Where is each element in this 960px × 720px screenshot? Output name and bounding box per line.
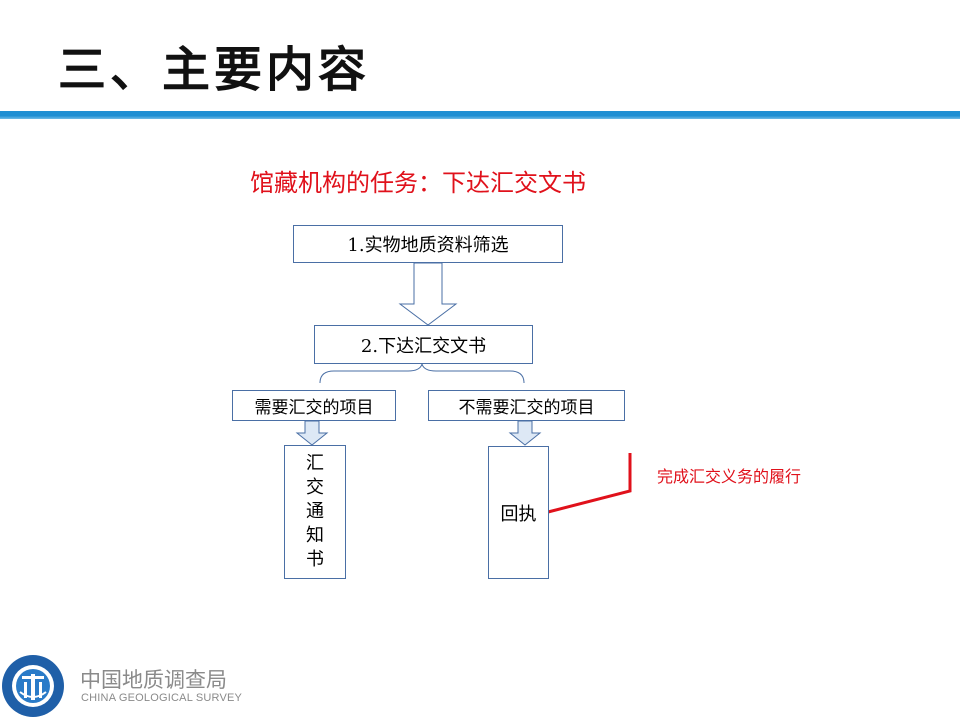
left-result-char: 交 xyxy=(306,477,324,498)
left-result-char: 汇 xyxy=(306,453,324,474)
diagram-heading: 馆藏机构的任务：下达汇交文书 xyxy=(250,169,586,197)
branch-left-box: 需要汇交的项目 xyxy=(232,390,396,421)
arrow-left-branch xyxy=(295,420,329,446)
branch-left-label: 需要汇交的项目 xyxy=(254,398,374,418)
cgs-logo-icon xyxy=(2,655,64,717)
step2-label: 2.下达汇交文书 xyxy=(360,335,487,357)
left-result-char: 通 xyxy=(306,501,324,522)
branch-right-box: 不需要汇交的项目 xyxy=(428,390,625,421)
step2-box: 2.下达汇交文书 xyxy=(314,325,533,364)
callout-note: 完成汇交义务的履行 xyxy=(657,467,802,486)
org-name-cn: 中国地质调查局 xyxy=(80,668,227,692)
note-callout-line xyxy=(547,453,632,514)
org-name-en: CHINA GEOLOGICAL SURVEY xyxy=(81,692,243,704)
branch-right-label: 不需要汇交的项目 xyxy=(458,398,595,418)
slide-title: 三、主要内容 xyxy=(58,42,371,98)
step1-label: 1.实物地质资料筛选 xyxy=(347,235,509,256)
arrow-step1-to-step2 xyxy=(398,262,458,326)
right-result-box: 回执 xyxy=(488,446,549,579)
title-underline-band xyxy=(0,111,960,119)
step1-box: 1.实物地质资料筛选 xyxy=(293,225,563,263)
right-result-label: 回执 xyxy=(500,503,537,525)
left-result-char: 知 xyxy=(306,525,324,546)
left-result-box: 汇 交 通 知 书 xyxy=(284,445,346,579)
left-result-char: 书 xyxy=(306,549,324,570)
arrow-right-branch xyxy=(508,420,542,446)
branch-brace xyxy=(319,362,525,384)
